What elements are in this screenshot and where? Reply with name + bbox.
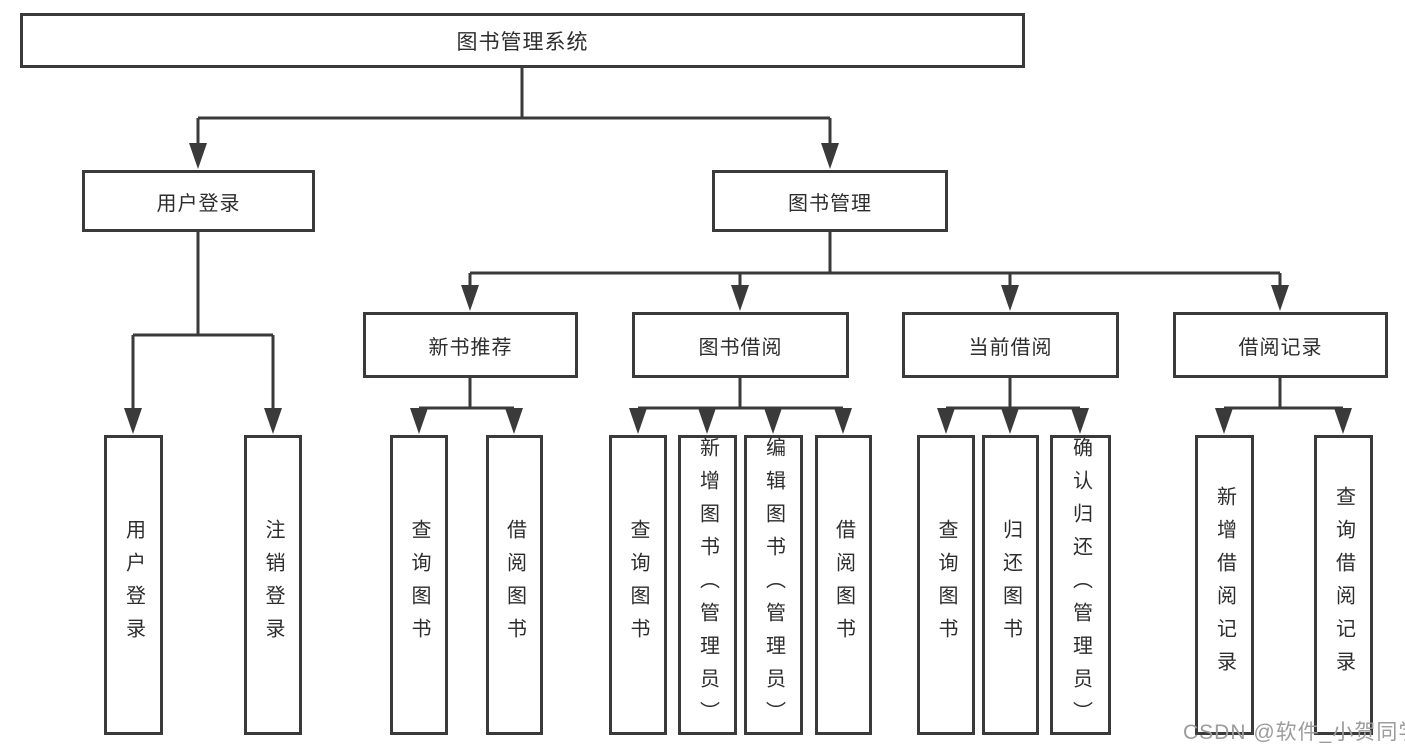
arrow-icon [629, 408, 647, 434]
node-label: 图书借阅 [698, 336, 783, 359]
leaf-label: 注销登录 [262, 519, 284, 651]
leaf-user-login: 用户登录 [104, 435, 163, 735]
node-label: 新书推荐 [428, 336, 513, 359]
leaf-label: 查询图书 [408, 519, 430, 651]
leaf-add-borrow-record: 新增借阅记录 [1195, 435, 1254, 735]
arrow-icon [124, 408, 142, 434]
connector-borrow-records [1222, 378, 1345, 414]
arrow-icon [1271, 285, 1289, 311]
node-new-book-recommend: 新书推荐 [363, 312, 578, 378]
leaf-label: 新增借阅记录 [1213, 486, 1236, 684]
leaf-confirm-return-admin: 确认归还（管理员） [1050, 435, 1111, 735]
leaf-logout: 注销登录 [244, 435, 302, 735]
leaf-label: 新增图书（管理员） [696, 436, 719, 734]
arrow-icon [410, 408, 428, 434]
arrow-icon [189, 143, 207, 169]
connector-root-to-level2 [196, 68, 832, 148]
connector-book-borrow [636, 378, 845, 414]
arrow-icon [1334, 408, 1352, 434]
arrow-icon [264, 408, 282, 434]
leaf-recommend-borrow-books: 借阅图书 [486, 435, 543, 735]
arrow-icon [937, 408, 955, 434]
arrow-icon [1001, 408, 1019, 434]
node-label: 图书管理 [788, 192, 872, 215]
node-label: 当前借阅 [968, 336, 1053, 359]
connector-new-book-recommend [417, 378, 516, 414]
arrow-icon [505, 408, 523, 434]
leaf-recommend-query-books: 查询图书 [390, 435, 448, 735]
leaf-label: 归还图书 [999, 519, 1022, 651]
arrow-icon [698, 408, 716, 434]
arrow-icon [821, 143, 839, 169]
arrow-icon [1215, 408, 1233, 434]
leaf-query-borrow-record: 查询借阅记录 [1314, 435, 1373, 735]
leaf-label: 查询图书 [935, 519, 957, 651]
arrow-icon [834, 408, 852, 434]
leaf-add-books-admin: 新增图书（管理员） [678, 435, 737, 735]
leaf-borrow-query-books: 查询图书 [609, 435, 667, 735]
leaf-borrow-books: 借阅图书 [815, 435, 872, 735]
leaf-label: 编辑图书（管理员） [762, 436, 785, 734]
node-book-management: 图书管理 [712, 170, 948, 232]
watermark: CSDN @软件_小贺同学 [1183, 721, 1405, 744]
node-label: 图书管理系统 [456, 30, 589, 54]
leaf-label: 确认归还（管理员） [1069, 436, 1092, 734]
arrow-icon [764, 408, 782, 434]
node-current-borrow: 当前借阅 [902, 312, 1119, 378]
leaf-label: 用户登录 [122, 519, 145, 651]
leaf-label: 查询图书 [627, 519, 649, 651]
arrow-icon [1071, 408, 1089, 434]
leaf-label: 查询借阅记录 [1332, 486, 1355, 684]
node-book-borrow: 图书借阅 [632, 312, 849, 378]
leaf-edit-books-admin: 编辑图书（管理员） [744, 435, 803, 735]
node-borrow-records: 借阅记录 [1173, 312, 1388, 378]
arrowheads [124, 143, 1352, 434]
leaf-label: 借阅图书 [832, 519, 855, 651]
node-label: 借阅记录 [1238, 336, 1323, 359]
connector-book-mgmt-to-sections [468, 232, 1282, 292]
leaf-return-books: 归还图书 [982, 435, 1039, 735]
connector-user-login-to-leaves [131, 232, 275, 412]
leaf-label: 借阅图书 [503, 519, 526, 651]
arrow-icon [731, 285, 749, 311]
arrow-icon [461, 285, 479, 311]
arrow-icon [1001, 285, 1019, 311]
node-user-login: 用户登录 [82, 170, 315, 232]
node-label: 用户登录 [156, 192, 241, 215]
leaf-current-query-books: 查询图书 [917, 435, 975, 735]
node-root-system: 图书管理系统 [20, 13, 1025, 68]
